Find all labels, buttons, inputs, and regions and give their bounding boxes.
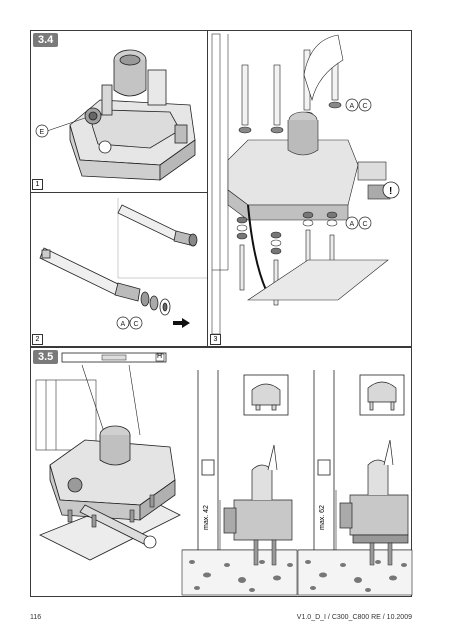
label-e: E — [40, 129, 45, 136]
label-c: C — [134, 321, 139, 328]
label-slash: / — [128, 321, 130, 328]
level-icon — [61, 352, 167, 363]
panel-2-illustration: A / C — [39, 198, 207, 330]
section-3-4-tag: 3.4 — [33, 33, 59, 47]
section-3-5-tag: 3.5 — [33, 350, 59, 364]
label-c-bottom: C — [363, 221, 368, 228]
level-label: H — [157, 353, 163, 360]
page-number: 116 — [30, 614, 42, 621]
panel-3-number: 3 — [210, 334, 221, 345]
panel-3-illustration: A C A C ! — [211, 33, 400, 335]
warning-icon — [382, 181, 400, 199]
section-3-5-right-illustration — [297, 370, 413, 596]
warning-mark: ! — [389, 186, 392, 197]
label-a: A — [121, 321, 126, 328]
label-c-top: C — [363, 103, 368, 110]
section-3-4-frame — [30, 30, 412, 347]
panel-1-illustration: E — [35, 49, 196, 181]
document-id: V1.0_D_I / C300_C800 RE / 10.2009 — [296, 614, 412, 621]
label-a-bottom: A — [350, 221, 355, 228]
section-3-5-left-illustration — [35, 364, 181, 561]
panel-2-number: 2 — [32, 334, 43, 345]
panel-1-number: 1 — [32, 179, 43, 190]
section-3-5-frame — [30, 347, 412, 597]
divider-horizontal — [30, 192, 207, 193]
measure-left: max. 42 — [203, 505, 210, 530]
measure-right: max. 62 — [319, 505, 326, 530]
section-3-5-middle-illustration — [181, 370, 298, 596]
divider-vertical — [207, 30, 208, 347]
label-a-top: A — [350, 103, 355, 110]
